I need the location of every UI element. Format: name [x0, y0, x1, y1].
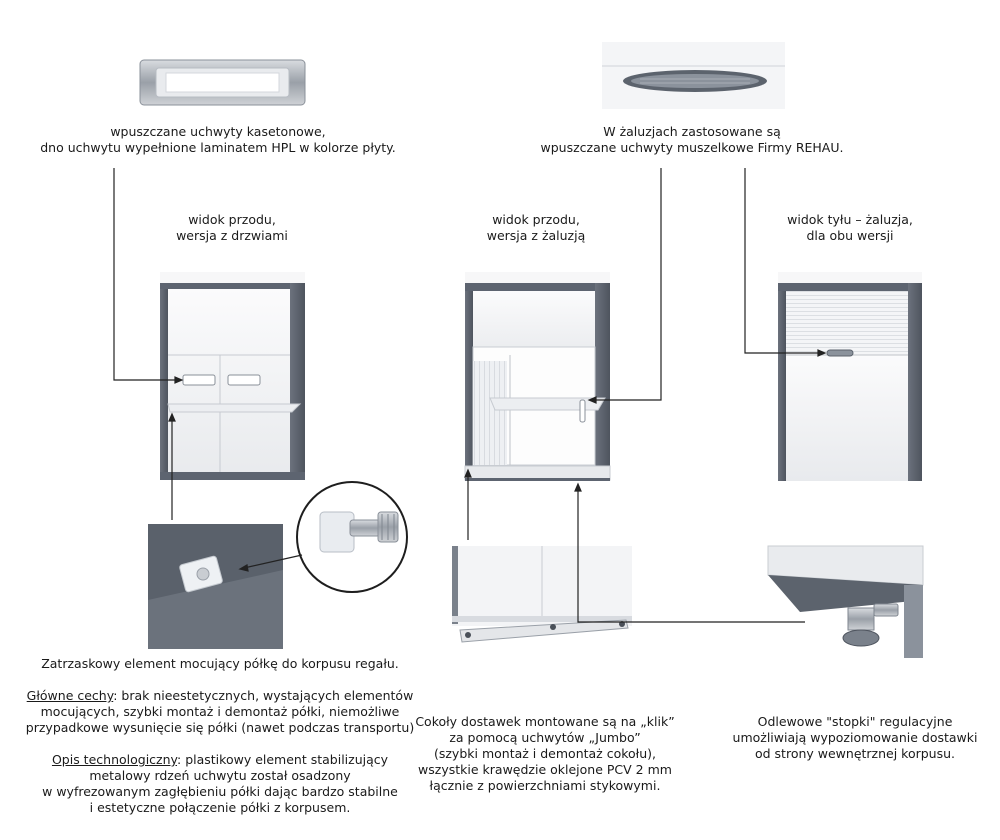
feet-description: Odlewowe "stopki" regulacyjne umożliwiaj…: [732, 714, 978, 761]
shelf-clip-photo: [148, 524, 283, 649]
front-shutter-label: widok przodu, wersja z żaluzją: [486, 212, 586, 243]
back-shutter-label: widok tyłu – żaluzja, dla obu wersji: [787, 212, 913, 243]
shelf-clip-description: Zatrzaskowy element mocujący półkę do ko…: [25, 656, 415, 815]
features-label: Główne cechy: [26, 688, 114, 703]
rehau-handle-caption: W żaluzjach zastosowane są wpuszczane uc…: [540, 124, 844, 155]
rehau-handle-photo: [602, 42, 785, 109]
shelf-clip-inset: [296, 481, 408, 593]
front-doors-label: widok przodu, wersja z drzwiami: [176, 212, 288, 243]
cassette-handle-caption: wpuszczane uchwyty kasetonowe, dno uchwy…: [40, 124, 396, 155]
plinth-photo: [452, 546, 632, 643]
cabinet-front-doors-drawing: [160, 272, 305, 480]
cabinet-back-shutter-drawing: [778, 272, 922, 481]
tech-label: Opis technologiczny: [51, 752, 178, 767]
leader-lines: [113, 168, 827, 623]
plinth-description: Cokoły dostawek montowane są na „klik” z…: [415, 714, 675, 793]
cabinet-front-shutter-drawing: [464, 272, 611, 481]
adjustable-foot-photo: [767, 545, 924, 658]
cassette-handle-photo: [139, 59, 306, 106]
